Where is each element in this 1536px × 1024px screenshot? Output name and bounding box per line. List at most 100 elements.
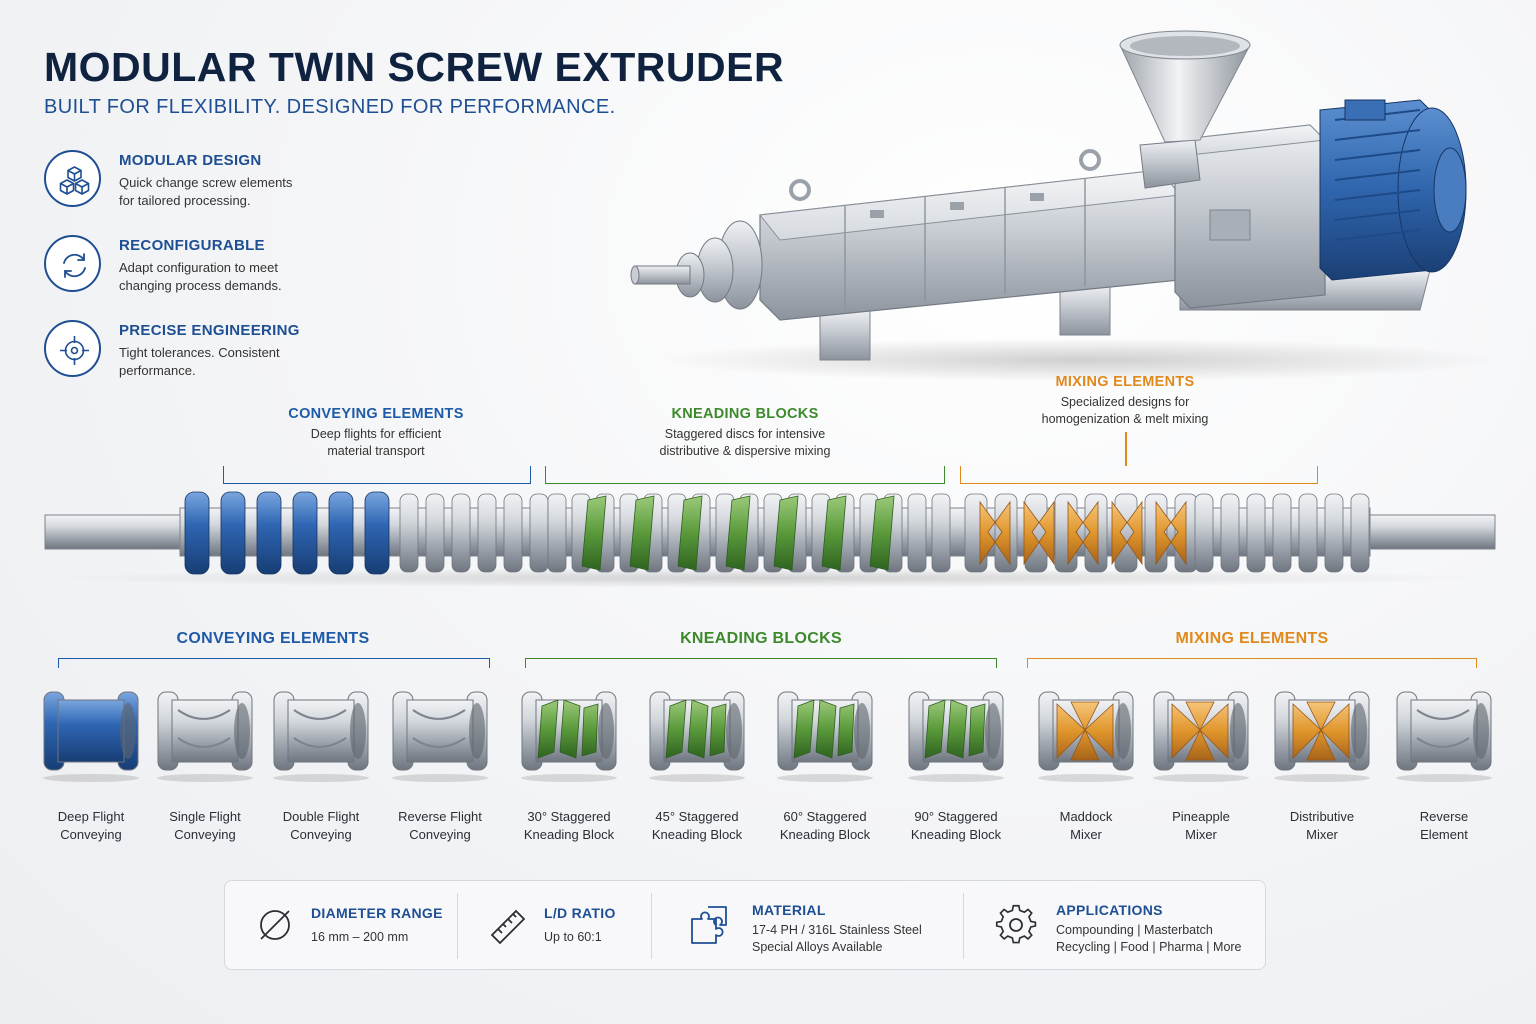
spec-desc-line: Special Alloys Available (752, 940, 883, 954)
extruder-machine-image (630, 30, 1500, 382)
element-label-line: 45° Staggered (655, 809, 739, 824)
element-label-line: 90° Staggered (914, 809, 998, 824)
shaft-flight (364, 491, 390, 575)
shaft-flight (547, 493, 567, 573)
catalog-bracket-conveying (58, 658, 490, 668)
feature-precise-engineering: PRECISE ENGINEERING Tight tolerances. Co… (44, 320, 374, 390)
shaft-flight (451, 493, 471, 573)
shaft-flight (220, 491, 246, 575)
shaft-spline-right (1359, 514, 1496, 550)
screw-element-graphic (1153, 691, 1249, 782)
shaft-desc-kneading: Staggered discs for intensive distributi… (545, 426, 945, 460)
feature-desc-line: Adapt configuration to meet (119, 260, 278, 275)
element-label-line: Kneading Block (910, 827, 1002, 842)
spec-title: DIAMETER RANGE (311, 905, 443, 921)
element-label-line: Conveying (290, 827, 352, 842)
element-label-line: Reverse (1419, 809, 1469, 824)
feature-title: RECONFIGURABLE (119, 237, 265, 254)
shaft-desc-line: material transport (327, 444, 425, 458)
feature-title: MODULAR DESIGN (119, 152, 262, 169)
shaft-label-conveying: CONVEYING ELEMENTS (288, 406, 464, 422)
shaft-desc-line: distributive & dispersive mixing (659, 444, 831, 458)
shaft-flight (1023, 500, 1055, 566)
feature-description: Adapt configuration to meet changing pro… (119, 259, 359, 295)
element-label-line: Mixer (1306, 827, 1338, 842)
bracket-mixing-stem (1125, 432, 1127, 466)
page-subtitle: BUILT FOR FLEXIBILITY. DESIGNED FOR PERF… (44, 96, 616, 118)
shaft-desc-line: Deep flights for efficient (310, 427, 442, 441)
spec-title: L/D RATIO (544, 905, 616, 921)
screw-element-graphic (521, 691, 617, 782)
shaft-flight (821, 495, 847, 571)
element-label-line: Mixer (1070, 827, 1102, 842)
screw-element-graphic (157, 691, 253, 782)
element-label-line: 60° Staggered (783, 809, 867, 824)
shaft-desc-line: Specialized designs for (1060, 395, 1190, 409)
element-label-line: Conveying (409, 827, 471, 842)
puzzle-icon (691, 906, 727, 944)
shaft-flight (1220, 493, 1240, 573)
spec-desc-line: 16 mm – 200 mm (311, 930, 409, 944)
element-label-line: Kneading Block (651, 827, 743, 842)
screw-element-graphic (908, 691, 1004, 782)
shaft-label-kneading: KNEADING BLOCKS (671, 406, 819, 422)
shaft-flight (292, 491, 318, 575)
shaft-flight (399, 493, 419, 573)
element-label-line: Single Flight (169, 809, 241, 824)
crosshair-icon (44, 320, 101, 377)
shaft-flight (677, 495, 703, 571)
shaft-flight (581, 495, 607, 571)
element-label-line: Deep Flight (57, 809, 125, 824)
catalog-title-mixing: MIXING ELEMENTS (1175, 630, 1329, 647)
shaft-desc-line: homogenization & melt mixing (1041, 412, 1209, 426)
shaft-flight (1350, 493, 1370, 573)
shaft-flight (1067, 500, 1099, 566)
ruler-icon (490, 909, 526, 945)
spec-desc-line: Compounding | Masterbatch (1056, 923, 1213, 937)
screw-element-graphic (1038, 691, 1134, 782)
element-label-line: Mixer (1185, 827, 1217, 842)
element-label-line: Kneading Block (523, 827, 615, 842)
shaft-flight (1155, 500, 1187, 566)
element-label-line: Element (1420, 827, 1468, 842)
shaft-desc-conveying: Deep flights for efficient material tran… (223, 426, 529, 460)
spec-divider (651, 893, 652, 959)
spec-applications: APPLICATIONS Compounding | Masterbatch R… (964, 881, 1264, 971)
cubes-icon (44, 150, 101, 207)
element-label-line: Maddock (1059, 809, 1113, 824)
screw-element-graphic (649, 691, 745, 782)
screw-element-graphic (1396, 691, 1492, 782)
spec-desc-line: Up to 60:1 (544, 930, 602, 944)
element-label-line: Kneading Block (779, 827, 871, 842)
spec-desc-line: Recycling | Food | Pharma | More (1056, 940, 1242, 954)
element-label-line: Conveying (60, 827, 122, 842)
feature-reconfigurable: RECONFIGURABLE Adapt configuration to me… (44, 235, 374, 305)
catalog-bracket-mixing (1027, 658, 1477, 668)
shaft-flight (425, 493, 445, 573)
spec-title: MATERIAL (752, 902, 826, 918)
gear-icon (995, 904, 1037, 944)
screw-element-graphic (777, 691, 873, 782)
catalog-bracket-kneading (525, 658, 997, 668)
shaft-flight (907, 493, 927, 573)
shaft-flight (477, 493, 497, 573)
bracket-kneading (545, 466, 945, 484)
shaft-flight (1324, 493, 1344, 573)
spec-material: MATERIAL 17-4 PH / 316L Stainless Steel … (652, 881, 962, 971)
element-label-line: Conveying (174, 827, 236, 842)
